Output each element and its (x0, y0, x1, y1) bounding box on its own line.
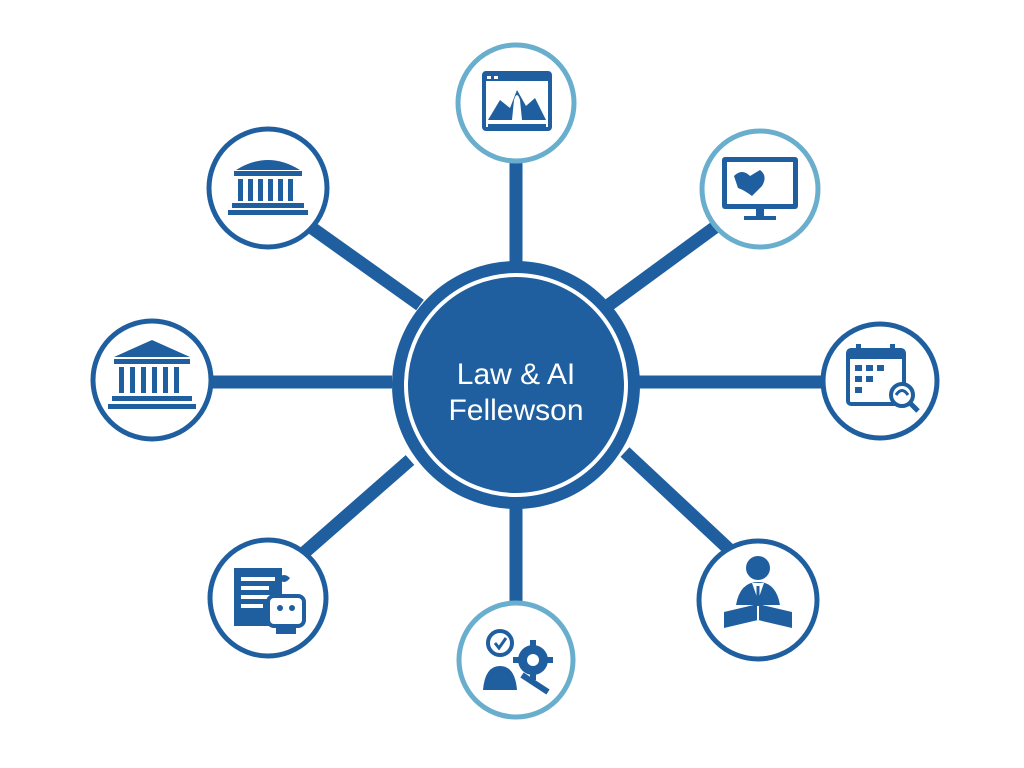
museum-building-icon (228, 160, 308, 215)
spoke-top-left (308, 222, 424, 311)
spoke-top-right (602, 219, 722, 313)
node-left (90, 318, 214, 442)
spoke-bottom-right (620, 447, 738, 558)
central-hub: Law & AI Fellewson (392, 261, 640, 509)
video-screen-icon (482, 71, 552, 131)
document-robot-icon (234, 568, 306, 634)
spoke-bottom-left (300, 455, 415, 557)
hub-title-line-2: Fellewson (448, 394, 583, 427)
person-gear-icon (483, 629, 553, 695)
spokes (210, 155, 825, 612)
professional-reading-icon (724, 556, 792, 628)
node-bottom-right (696, 538, 820, 662)
node-top-right (699, 128, 821, 250)
hub-title-line-1: Law & AI (457, 358, 575, 391)
node-right (820, 321, 940, 441)
calendar-search-icon (846, 344, 920, 413)
node-top (455, 42, 577, 164)
node-top-left (206, 126, 330, 250)
monitor-map-icon (722, 157, 798, 220)
courthouse-icon (108, 340, 196, 409)
node-bottom (456, 600, 576, 720)
node-bottom-left (207, 537, 329, 659)
